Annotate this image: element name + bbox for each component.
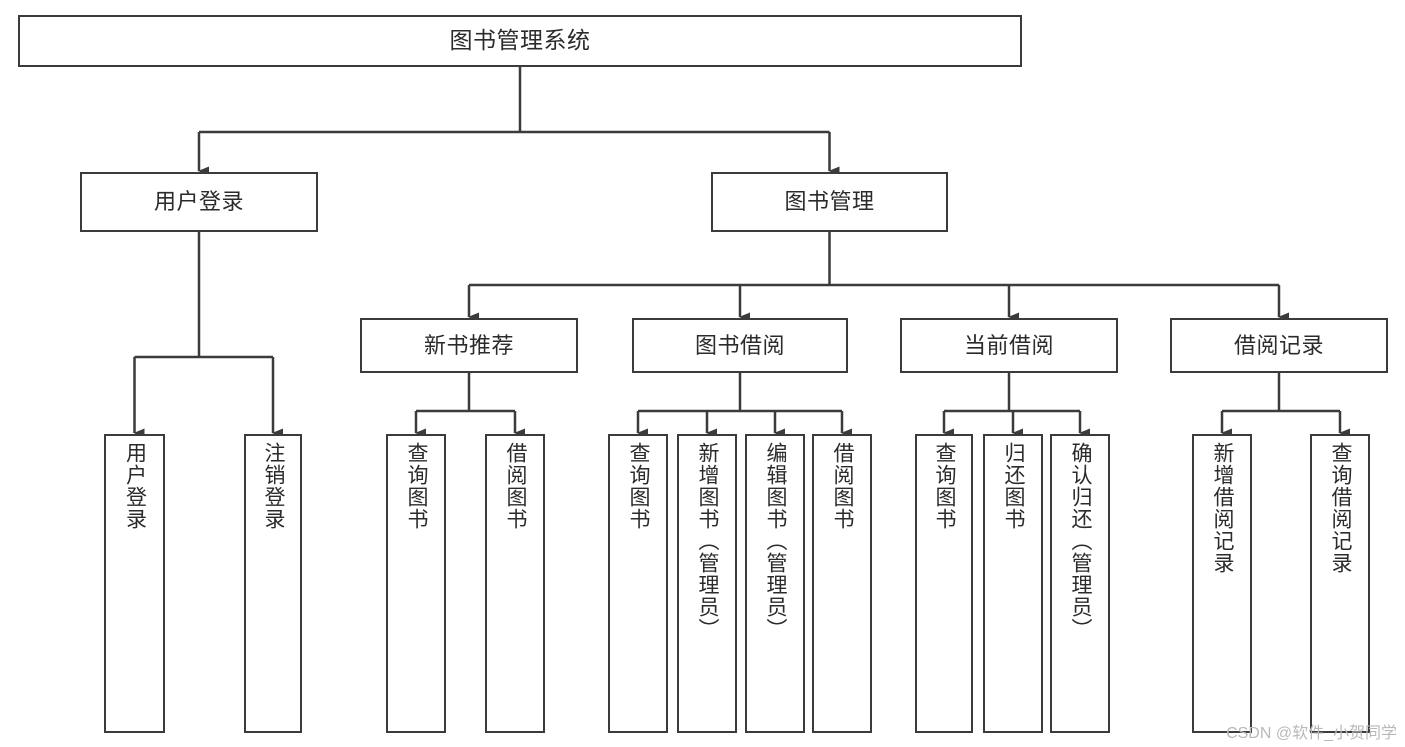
leaf-query-book-borrow-label: 查询图书	[627, 442, 651, 530]
node-borrow-record-label: 借阅记录	[1233, 332, 1324, 358]
leaf-confirm-return-admin-label: 确认归还（管理员）	[1069, 442, 1093, 640]
leaf-query-book-current[interactable]: 查询图书	[915, 434, 973, 733]
node-book-borrow[interactable]: 图书借阅	[632, 318, 848, 373]
leaf-query-borrow-record-label: 查询借阅记录	[1329, 442, 1353, 574]
leaf-borrow-book-recommend[interactable]: 借阅图书	[485, 434, 545, 733]
leaf-add-book-admin-label: 新增图书（管理员）	[696, 442, 720, 640]
leaf-query-book-borrow[interactable]: 查询图书	[608, 434, 668, 733]
leaf-return-book[interactable]: 归还图书	[983, 434, 1043, 733]
node-book-borrow-label: 图书借阅	[694, 332, 785, 358]
leaf-query-borrow-record[interactable]: 查询借阅记录	[1310, 434, 1370, 733]
leaf-return-book-label: 归还图书	[1002, 442, 1026, 530]
leaf-confirm-return-admin[interactable]: 确认归还（管理员）	[1050, 434, 1110, 733]
leaf-user-login-label: 用户登录	[123, 442, 147, 530]
node-current-borrow-label: 当前借阅	[963, 332, 1054, 358]
node-root[interactable]: 图书管理系统	[18, 15, 1022, 67]
node-new-book-recommend-label: 新书推荐	[423, 332, 514, 358]
leaf-add-borrow-record[interactable]: 新增借阅记录	[1192, 434, 1252, 733]
leaf-add-borrow-record-label: 新增借阅记录	[1211, 442, 1235, 574]
leaf-query-book-current-label: 查询图书	[933, 442, 957, 530]
node-current-borrow[interactable]: 当前借阅	[900, 318, 1118, 373]
node-book-management[interactable]: 图书管理	[711, 172, 948, 232]
leaf-borrow-book[interactable]: 借阅图书	[812, 434, 872, 733]
leaf-edit-book-admin-label: 编辑图书（管理员）	[764, 442, 788, 640]
node-user-login[interactable]: 用户登录	[80, 172, 318, 232]
leaf-borrow-book-recommend-label: 借阅图书	[504, 442, 528, 530]
node-borrow-record[interactable]: 借阅记录	[1170, 318, 1388, 373]
node-book-management-label: 图书管理	[784, 189, 875, 215]
leaf-borrow-book-label: 借阅图书	[831, 442, 855, 530]
node-user-login-label: 用户登录	[153, 189, 244, 215]
node-new-book-recommend[interactable]: 新书推荐	[360, 318, 578, 373]
leaf-user-login[interactable]: 用户登录	[104, 434, 165, 733]
node-root-label: 图书管理系统	[449, 27, 591, 54]
leaf-logout-label: 注销登录	[262, 442, 286, 530]
leaf-logout[interactable]: 注销登录	[244, 434, 302, 733]
leaf-edit-book-admin[interactable]: 编辑图书（管理员）	[745, 434, 805, 733]
leaf-add-book-admin[interactable]: 新增图书（管理员）	[677, 434, 737, 733]
leaf-query-book-recommend[interactable]: 查询图书	[386, 434, 446, 733]
leaf-query-book-recommend-label: 查询图书	[405, 442, 429, 530]
